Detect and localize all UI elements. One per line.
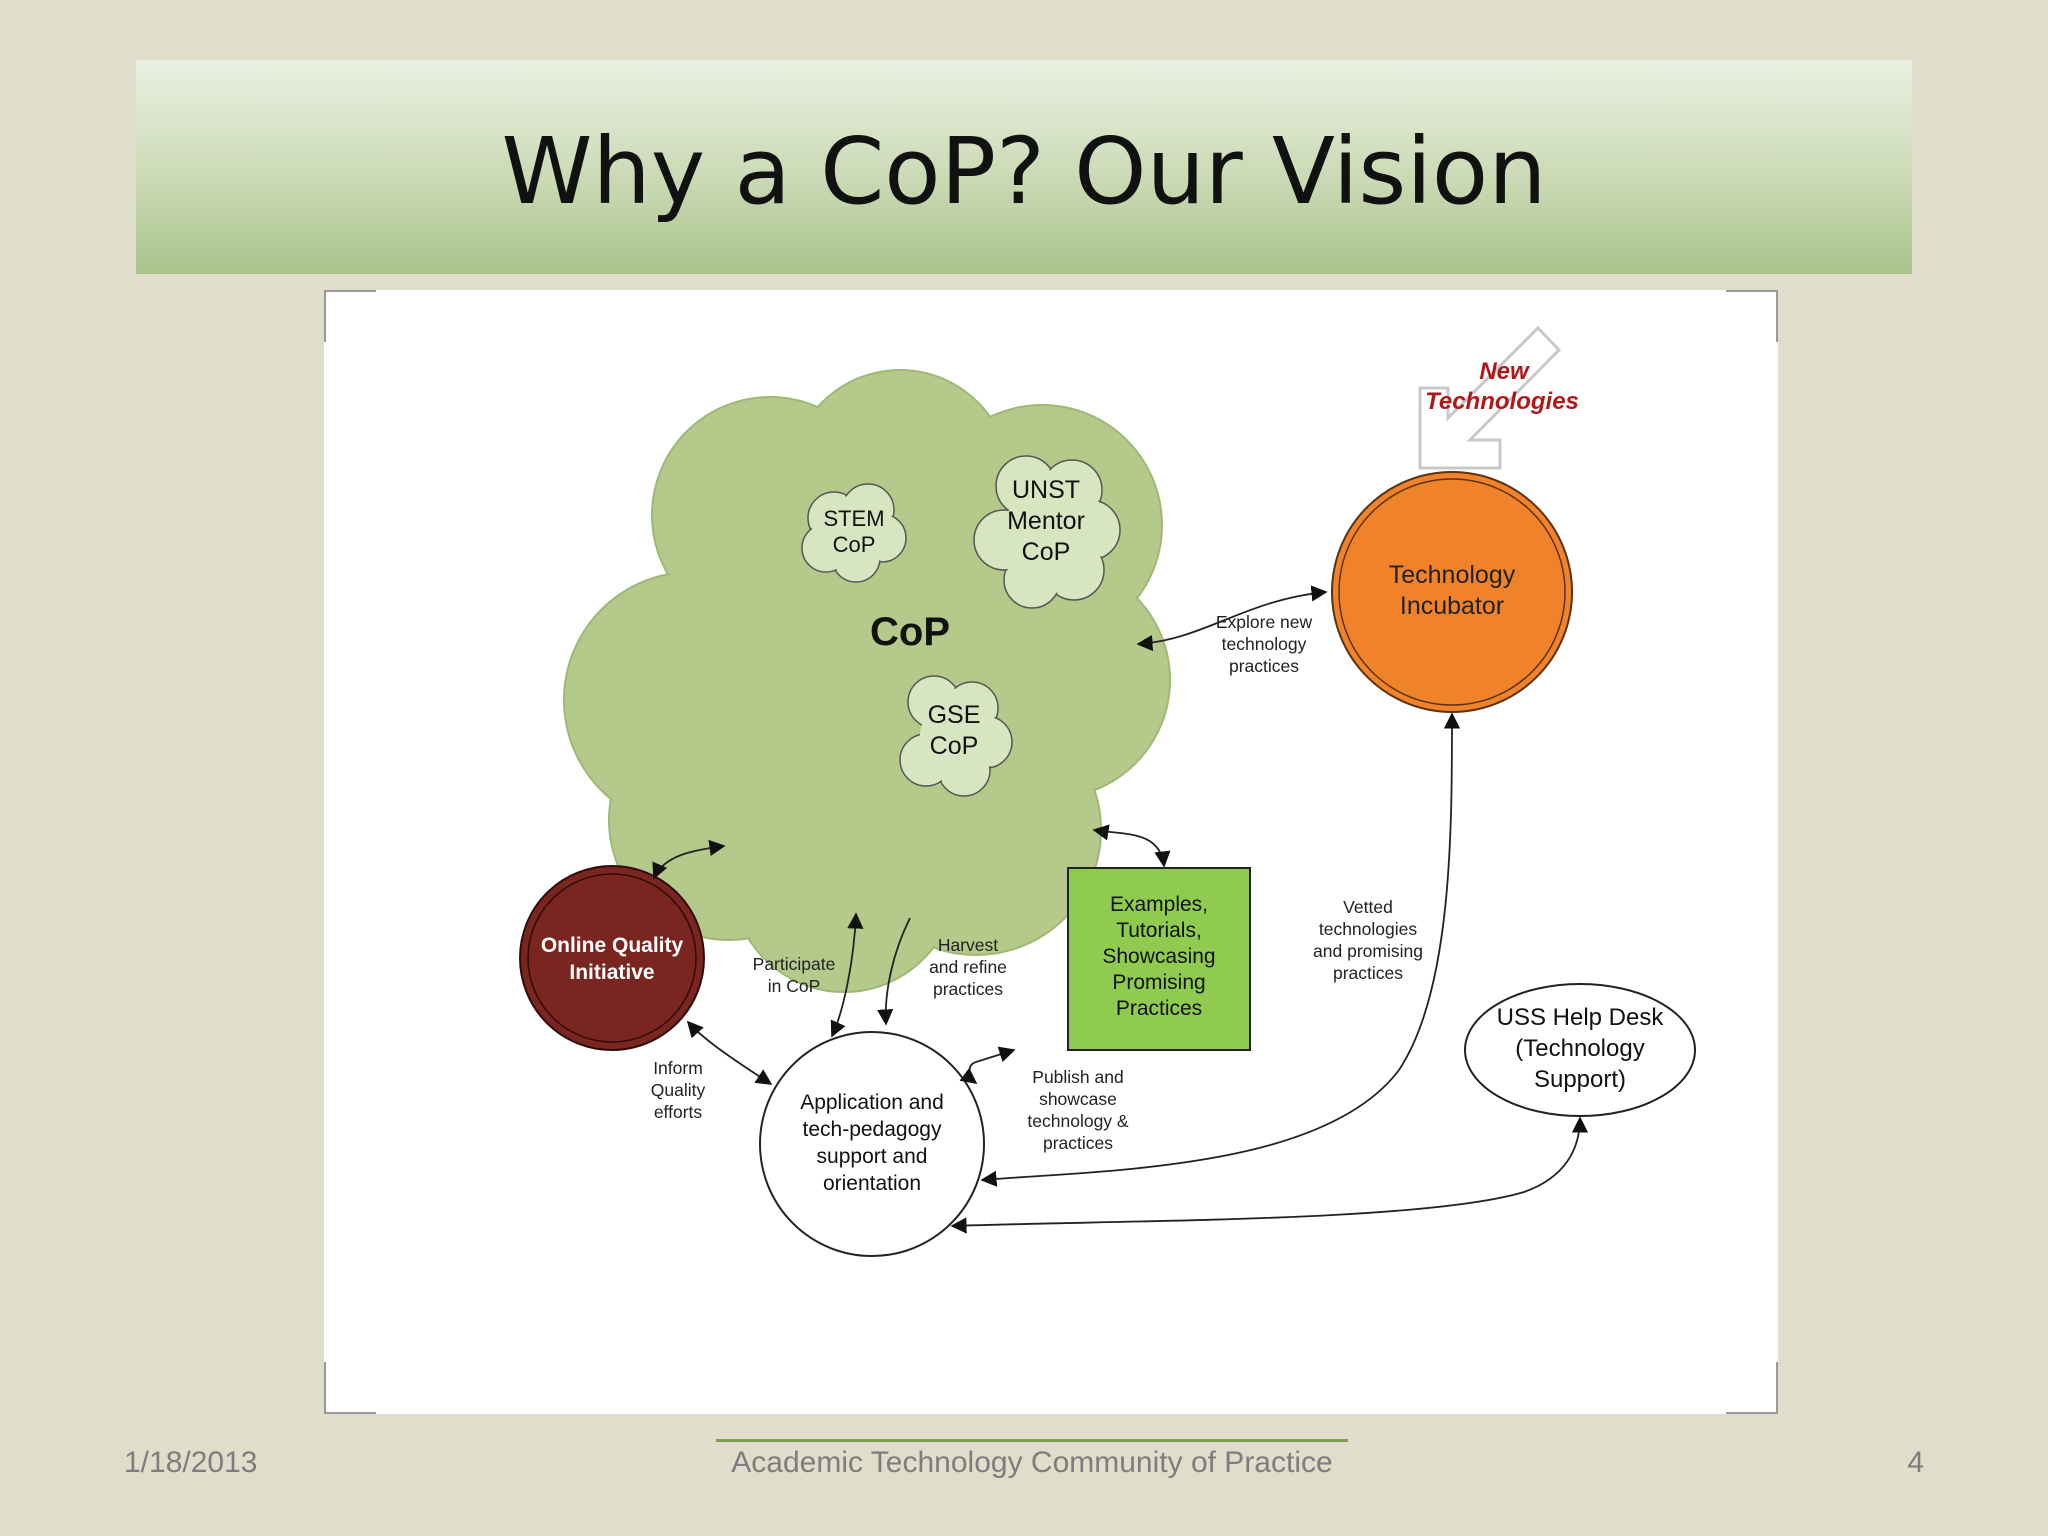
cop-vision-diagram: STEM CoP UNST Mentor	[519, 325, 1696, 1257]
application-label-1: Application and	[800, 1091, 944, 1114]
publish-label-2: showcase	[1039, 1089, 1117, 1109]
gse-label-1: GSE	[928, 701, 981, 729]
arrow-application-help-desk	[950, 1116, 1589, 1234]
arrow-examples-application	[959, 1046, 1016, 1084]
stem-cop-cloud: STEM CoP	[801, 483, 907, 583]
gse-label-2: CoP	[930, 732, 979, 760]
online-quality-label-1: Online Quality	[541, 934, 684, 957]
publish-label-1: Publish and	[1032, 1067, 1123, 1087]
examples-label-3: Showcasing	[1102, 945, 1215, 968]
gse-cop-cloud: GSE CoP	[899, 675, 1013, 797]
footer-title: Academic Technology Community of Practic…	[731, 1446, 1333, 1479]
help-desk-label-3: Support)	[1534, 1066, 1626, 1093]
arrow-cop-incubator	[1136, 585, 1328, 652]
unst-label-2: Mentor	[1007, 507, 1085, 535]
new-technologies-arrow-icon	[1418, 325, 1562, 470]
new-tech-label-1: New	[1479, 358, 1530, 385]
arrow-harvest	[877, 917, 911, 1026]
arrow-cop-examples	[1092, 824, 1171, 868]
page-number: 4	[1907, 1446, 1924, 1479]
publish-label-4: practices	[1043, 1133, 1113, 1153]
inform-label-1: Inform	[653, 1058, 703, 1078]
vetted-label-1: Vetted	[1343, 897, 1393, 917]
stem-label-1: STEM	[823, 506, 884, 531]
footer-accent-line	[716, 1439, 1348, 1442]
unst-label-3: CoP	[1022, 538, 1071, 566]
explore-label-1: Explore new	[1216, 612, 1313, 632]
inform-label-2: Quality	[651, 1080, 706, 1100]
explore-label-2: technology	[1222, 634, 1307, 654]
online-quality-initiative-circle	[519, 865, 705, 1051]
slide-title: Why a CoP? Our Vision	[501, 117, 1547, 225]
participate-label-1: Participate	[753, 954, 836, 974]
help-desk-label-1: USS Help Desk	[1497, 1004, 1665, 1031]
harvest-label-1: Harvest	[938, 935, 998, 955]
examples-label-5: Practices	[1116, 997, 1202, 1020]
frame-corner-bottom-left	[324, 1362, 376, 1414]
frame-corner-top-right	[1726, 290, 1778, 342]
help-desk-label-2: (Technology	[1515, 1035, 1644, 1062]
explore-label-3: practices	[1229, 656, 1299, 676]
examples-label-4: Promising	[1112, 971, 1205, 994]
frame-corner-bottom-right	[1726, 1362, 1778, 1414]
arrow-online-quality-application	[686, 1020, 773, 1085]
vetted-label-2: technologies	[1319, 919, 1418, 939]
stem-label-2: CoP	[833, 532, 876, 557]
title-banner: Why a CoP? Our Vision	[136, 60, 1912, 274]
online-quality-label-2: Initiative	[569, 961, 654, 984]
unst-mentor-cop-cloud: UNST Mentor CoP	[973, 455, 1121, 609]
unst-label-1: UNST	[1012, 476, 1080, 504]
new-tech-label-2: Technologies	[1425, 388, 1579, 415]
vetted-label-3: and promising	[1313, 941, 1423, 961]
technology-incubator-circle	[1331, 471, 1573, 713]
application-label-2: tech-pedagogy	[803, 1118, 942, 1141]
frame-corner-top-left	[324, 290, 376, 342]
application-label-3: support and	[817, 1145, 928, 1168]
diagram-frame: STEM CoP UNST Mentor	[324, 290, 1778, 1414]
publish-label-3: technology &	[1027, 1111, 1129, 1131]
incubator-label-1: Technology	[1389, 561, 1516, 589]
footer-date: 1/18/2013	[124, 1446, 258, 1479]
vetted-label-4: practices	[1333, 963, 1403, 983]
help-desk-ellipse	[1464, 983, 1696, 1117]
inform-label-3: efforts	[654, 1102, 703, 1122]
application-label-4: orientation	[823, 1172, 921, 1195]
participate-label-2: in CoP	[768, 976, 821, 996]
arrow-cop-online-quality	[652, 839, 726, 880]
harvest-label-2: and refine	[929, 957, 1007, 977]
examples-label-1: Examples,	[1110, 893, 1208, 916]
incubator-label-2: Incubator	[1400, 592, 1504, 620]
application-support-circle	[759, 1031, 985, 1257]
examples-label-2: Tutorials,	[1116, 919, 1202, 942]
arrow-participate	[830, 912, 864, 1038]
harvest-label-3: practices	[933, 979, 1003, 999]
cop-main-label: CoP	[870, 610, 950, 654]
